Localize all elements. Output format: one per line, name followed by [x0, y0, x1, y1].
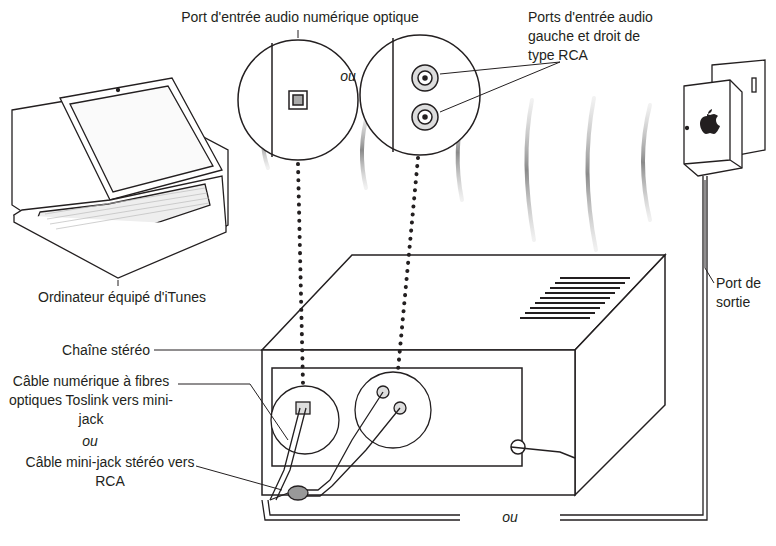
or-label: ou: [75, 432, 105, 451]
port-label: Ports d'entrée audio gauche et droit de …: [528, 8, 653, 65]
leader-lines: [118, 30, 714, 490]
laptop-keys: [45, 188, 209, 229]
port-label: Port d'entrée audio numérique optique: [165, 8, 435, 27]
device-label: Ordinateur équipé d'iTunes: [2, 288, 242, 307]
magnify-dots: [298, 158, 418, 384]
magnified-ports: [238, 35, 480, 160]
stereo-port-callouts: [270, 372, 431, 500]
stereo-vent: [520, 278, 630, 318]
port-label: Port de sortie: [716, 274, 774, 312]
or-label: ou: [333, 67, 363, 86]
laptop: [12, 78, 228, 278]
cable-label: Câble mini-jack stéréo vers RCA: [20, 453, 200, 491]
cable-label: Câble numérique à fibres optiques Toslin…: [5, 372, 177, 429]
device-label: Chaîne stéréo: [20, 341, 150, 360]
stereo-box: [262, 255, 665, 495]
cables: [262, 176, 707, 520]
airport-express: [684, 60, 765, 176]
or-label: ou: [494, 508, 526, 527]
